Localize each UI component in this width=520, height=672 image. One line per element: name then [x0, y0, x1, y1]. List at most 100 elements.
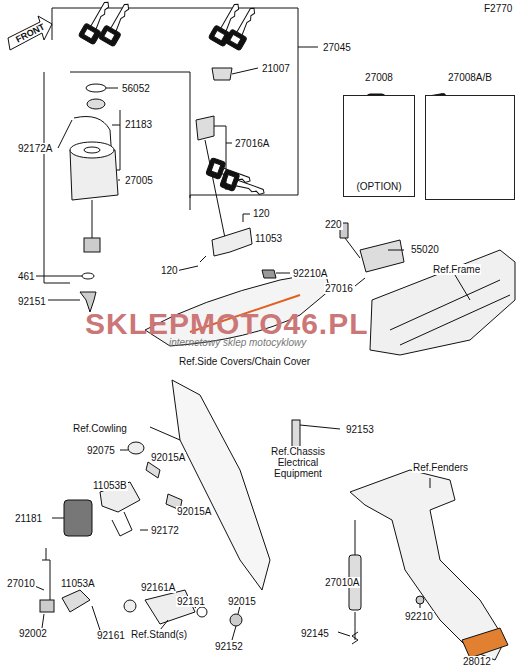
relay	[64, 500, 92, 536]
set-bracket	[52, 8, 53, 40]
wire	[355, 520, 356, 555]
leader-line	[298, 47, 318, 48]
part-number: 27008A/B	[448, 72, 492, 83]
leader-line	[345, 238, 360, 258]
callout-number: Ref.Side Covers/Chain Cover	[178, 356, 311, 367]
leader-line	[338, 632, 350, 636]
ignition-switch	[70, 142, 114, 158]
key	[98, 0, 136, 47]
leader-line	[205, 140, 225, 238]
option-box: 27008(OPTION)	[343, 95, 415, 197]
cap	[128, 442, 144, 454]
leader-line	[430, 478, 431, 488]
key-cap	[212, 68, 232, 80]
callout-number: 92210A	[292, 268, 328, 279]
callout-number: 120	[252, 208, 271, 219]
leader-line	[58, 120, 72, 148]
callout-number: Ref.Stand(s)	[130, 629, 188, 640]
callout-number: FRONT	[13, 21, 47, 46]
leader-line	[118, 180, 120, 181]
callout-number: 27016	[324, 283, 354, 294]
callout-number: 220	[324, 219, 343, 230]
callout-number: 92015A	[150, 452, 186, 463]
bracket	[212, 228, 252, 256]
leader-line	[355, 278, 365, 286]
watermark: SKLEPMOTO46.PL	[84, 308, 370, 340]
callout-number: 21007	[261, 63, 291, 74]
callout-number: Ref.Frame	[432, 264, 481, 275]
nut	[416, 596, 424, 604]
leader-line	[35, 276, 82, 277]
set-bracket	[44, 72, 70, 283]
callout-number: 92161A	[140, 582, 176, 593]
callout-number: 92002	[18, 628, 48, 639]
callout-number: 92153	[345, 424, 375, 435]
option-box: 27008A/B	[425, 95, 515, 200]
callout-number: 92161	[96, 630, 126, 641]
nut	[230, 614, 242, 626]
callout-number: 92151	[17, 296, 47, 307]
bracket	[112, 512, 132, 536]
callout-number: 21181	[14, 513, 43, 524]
callout-number: 11053	[254, 233, 283, 244]
bracket	[62, 590, 90, 612]
callout-number: F2770	[483, 3, 513, 14]
callout-number: 28012	[462, 656, 492, 667]
wire	[42, 548, 50, 600]
callout-number: 27045	[322, 42, 352, 53]
callout-number: 92172	[150, 525, 180, 536]
leader-line	[140, 530, 148, 531]
callout-number: Ref.Cowling	[72, 423, 128, 434]
callout-number: Ref.Fenders	[412, 462, 469, 473]
front-arrow	[8, 16, 52, 50]
washer	[82, 273, 94, 279]
callout-number: 55020	[410, 244, 440, 255]
leader-line	[176, 256, 206, 271]
callout-number: 27010	[6, 578, 36, 589]
callout-number: 27005	[124, 175, 154, 186]
lock-assy	[360, 240, 404, 272]
leader-line	[150, 427, 180, 440]
leader-line	[276, 273, 290, 274]
leader-line	[106, 88, 118, 89]
washer	[197, 607, 207, 617]
callout-number: 461	[17, 271, 36, 282]
callout-number: 11053A	[60, 578, 96, 589]
callout-number: 120	[160, 265, 179, 276]
spacer	[124, 600, 136, 612]
spring	[352, 612, 358, 644]
leader-line	[120, 450, 128, 451]
leader-line	[455, 275, 470, 300]
leader-line	[243, 214, 252, 240]
callout-number: 21183	[124, 119, 153, 130]
holder	[292, 420, 300, 448]
connector	[84, 238, 100, 252]
stand-switch	[40, 600, 54, 612]
callout-number: 92161	[176, 596, 206, 607]
callout-number: 92210	[404, 611, 434, 622]
callout-number: 92172A	[17, 143, 53, 154]
option-note: (OPTION)	[357, 181, 402, 192]
seat-lock	[196, 116, 214, 140]
rear-fender	[350, 470, 505, 660]
clip	[262, 270, 276, 278]
leader-line	[214, 126, 232, 190]
key	[220, 169, 268, 201]
callout-number: 92015	[227, 596, 257, 607]
wire	[92, 200, 93, 238]
callout-number: Ref.Chassis Electrical Equipment	[262, 446, 334, 479]
key-slot	[84, 147, 100, 153]
key	[224, 4, 262, 51]
frame	[390, 280, 510, 345]
watermark: internetowy sklep motocyklowy	[168, 337, 307, 348]
leader-line	[48, 300, 80, 301]
grommet	[146, 462, 160, 478]
callout-number: 27010A	[324, 577, 360, 588]
callout-number: 92015A	[176, 506, 212, 517]
ring	[86, 84, 106, 92]
callout-number: 11053B	[92, 480, 128, 491]
leader-line	[300, 425, 340, 429]
reflector	[462, 628, 508, 658]
leader-line	[42, 600, 240, 640]
